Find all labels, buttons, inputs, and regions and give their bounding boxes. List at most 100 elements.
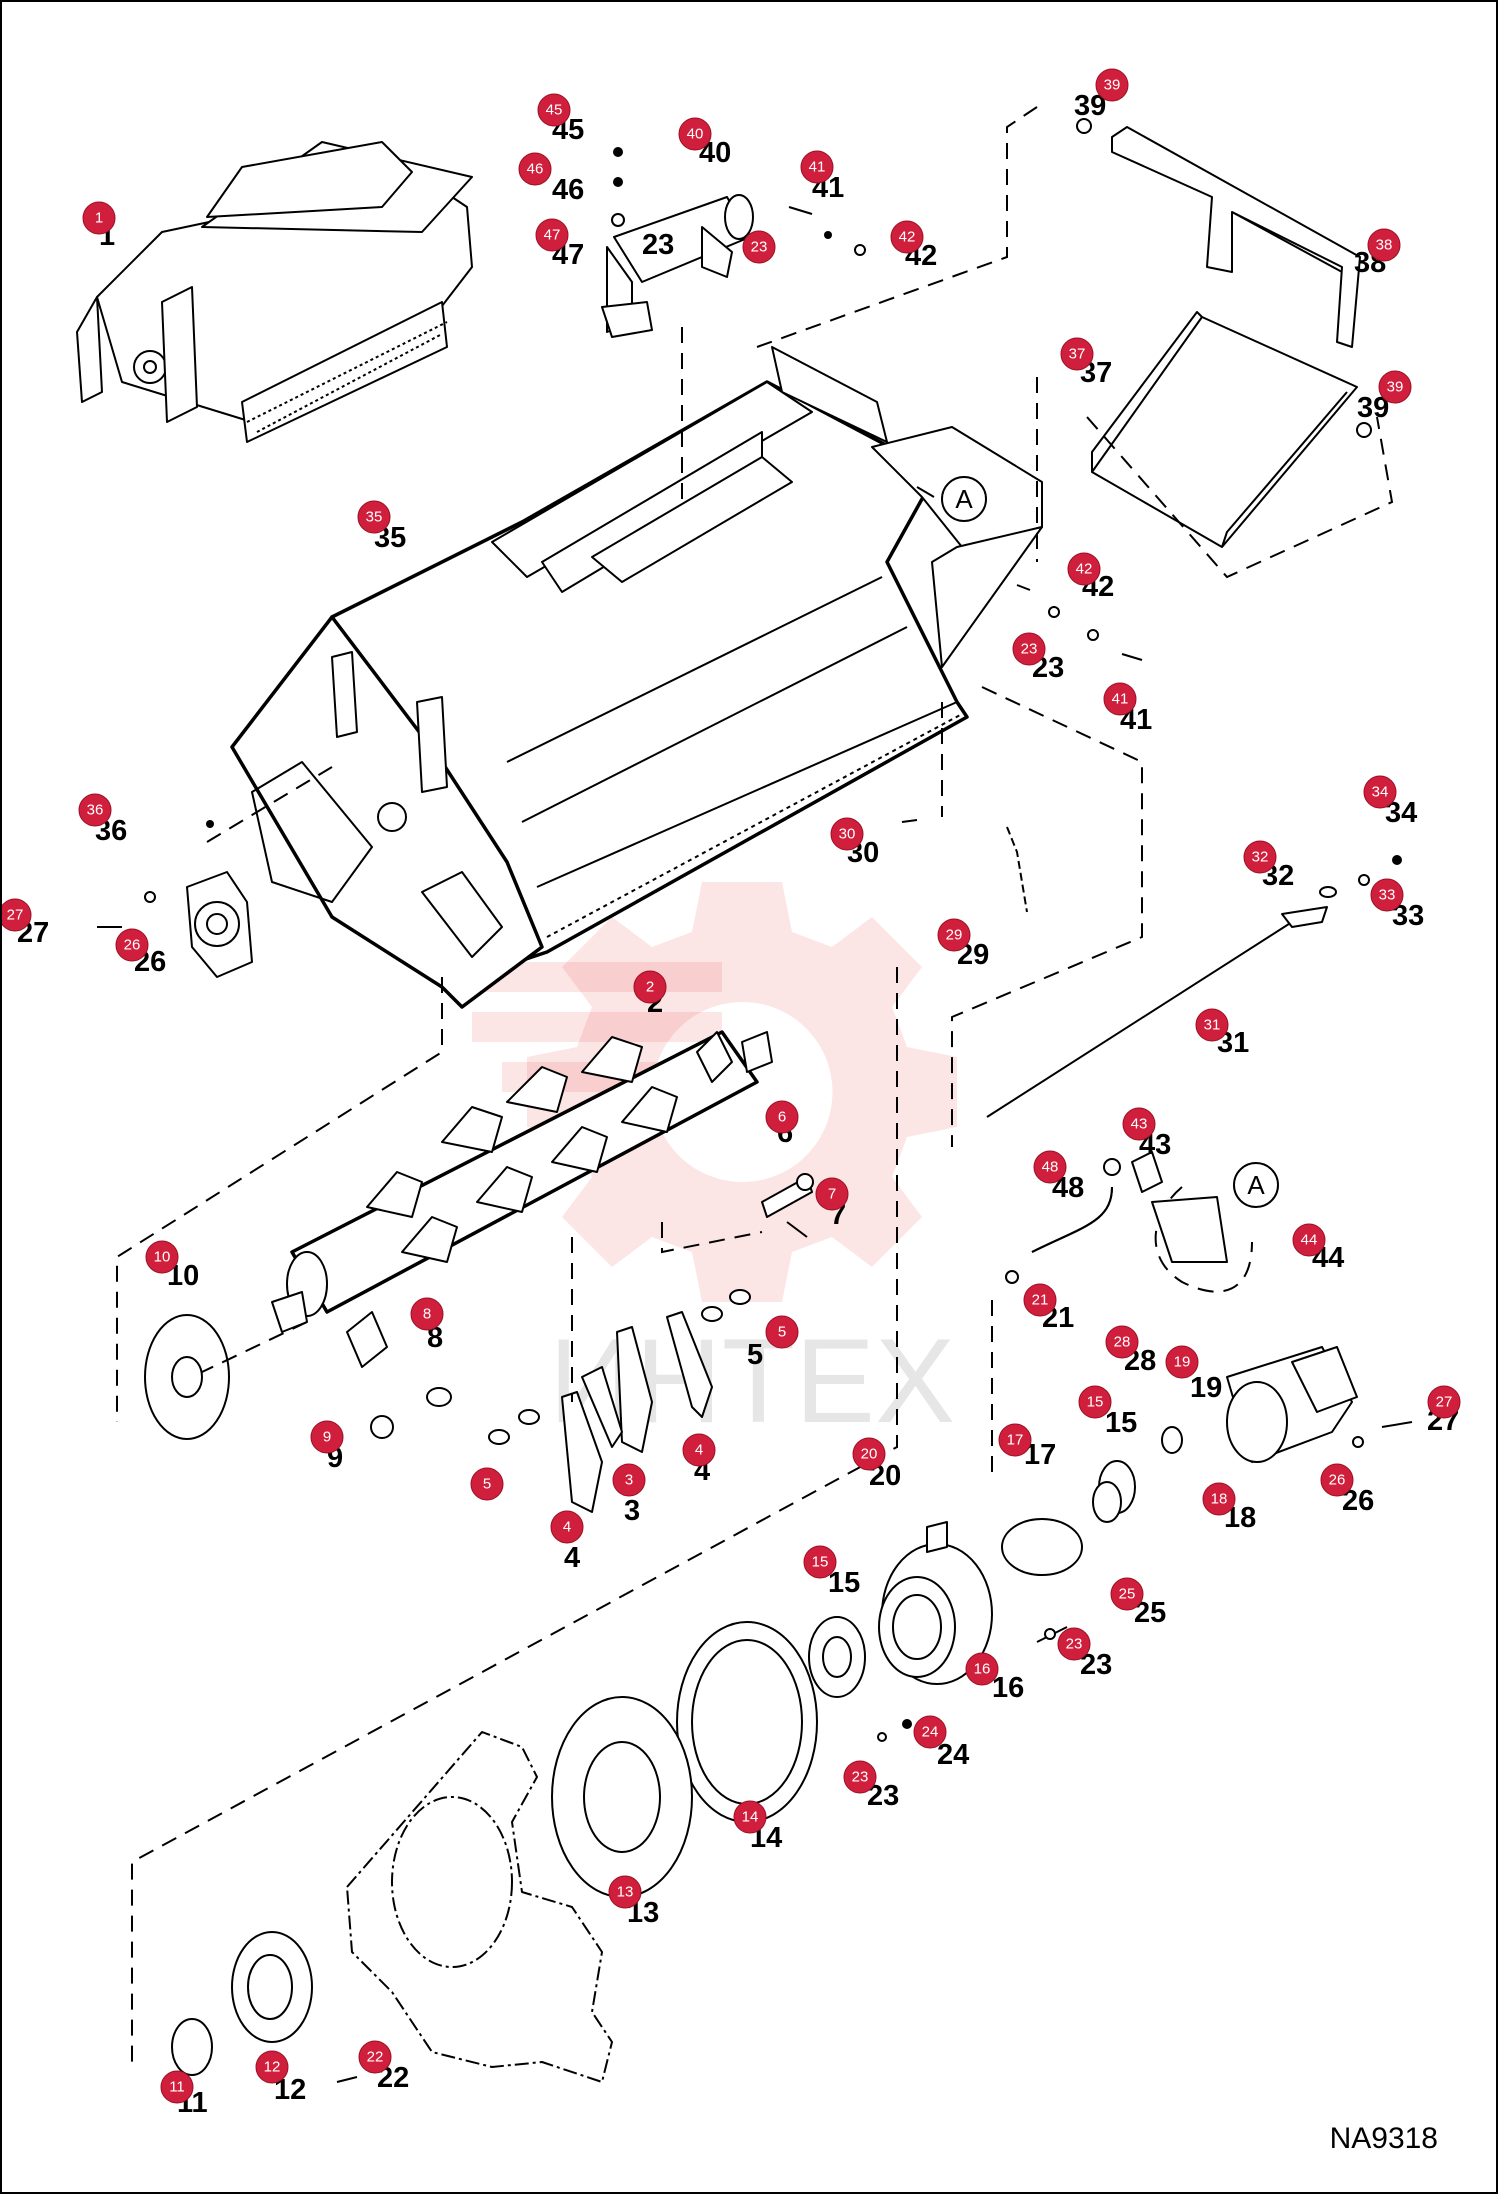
svg-text:34: 34 xyxy=(1372,784,1389,801)
bubble-4a: 4 xyxy=(550,1510,584,1544)
svg-text:16: 16 xyxy=(974,1661,991,1678)
bubble-47: 47 xyxy=(535,218,569,252)
part-3-4-5-knives xyxy=(488,1289,751,1513)
bubble-42b: 42 xyxy=(1067,552,1101,586)
svg-text:23: 23 xyxy=(751,239,768,256)
bubble-18: 18 xyxy=(1202,1482,1236,1516)
part-31-rod xyxy=(986,906,1328,1118)
bubble-15a: 15 xyxy=(1078,1385,1112,1419)
svg-text:12: 12 xyxy=(264,2059,281,2076)
bubble-31: 31 xyxy=(1195,1008,1229,1042)
svg-text:15: 15 xyxy=(828,1567,860,1599)
part-35-housing xyxy=(230,346,1043,1009)
bubble-27b: 27 xyxy=(1427,1385,1461,1419)
svg-text:3: 3 xyxy=(625,1472,633,1489)
bubble-4b: 4 xyxy=(682,1433,716,1467)
bubble-26b: 26 xyxy=(115,928,149,962)
svg-text:40: 40 xyxy=(687,126,704,143)
svg-text:18: 18 xyxy=(1211,1491,1228,1508)
bubble-21: 21 xyxy=(1023,1283,1057,1317)
part-40-tube xyxy=(601,194,754,338)
part-36-bearing xyxy=(186,871,253,978)
part-12-cap xyxy=(171,1931,358,2083)
bubble-48: 48 xyxy=(1033,1150,1067,1184)
bubble-36: 36 xyxy=(78,793,112,827)
svg-text:24: 24 xyxy=(922,1724,939,1741)
svg-text:28: 28 xyxy=(1114,1334,1131,1351)
svg-text:6: 6 xyxy=(778,1109,786,1126)
svg-text:43: 43 xyxy=(1131,1116,1148,1133)
bubble-33: 33 xyxy=(1370,878,1404,912)
svg-text:37: 37 xyxy=(1069,346,1086,363)
svg-text:26: 26 xyxy=(1329,1472,1346,1489)
svg-text:13: 13 xyxy=(617,1884,634,1901)
bubble-41a: 41 xyxy=(800,150,834,184)
bubble-5b: 5 xyxy=(765,1315,799,1349)
svg-text:14: 14 xyxy=(742,1809,759,1826)
part-37-plate xyxy=(1091,311,1358,548)
svg-text:46: 46 xyxy=(552,174,584,206)
svg-text:47: 47 xyxy=(544,227,561,244)
svg-text:17: 17 xyxy=(1007,1432,1024,1449)
bubble-35: 35 xyxy=(357,500,391,534)
bubble-26a: 26 xyxy=(1320,1463,1354,1497)
bubble-28: 28 xyxy=(1105,1325,1139,1359)
svg-text:26: 26 xyxy=(124,937,141,954)
part-8-9-10 xyxy=(144,1314,452,1440)
svg-text:11: 11 xyxy=(169,2079,185,2096)
bubble-23b: 23 xyxy=(1012,632,1046,666)
svg-text:8: 8 xyxy=(427,1322,443,1354)
svg-text:19: 19 xyxy=(1190,1372,1222,1404)
svg-text:22: 22 xyxy=(367,2049,384,2066)
bubble-17: 17 xyxy=(998,1423,1032,1457)
svg-text:32: 32 xyxy=(1252,849,1269,866)
bubble-9: 9 xyxy=(310,1420,344,1454)
bubble-37: 37 xyxy=(1060,337,1094,371)
svg-text:44: 44 xyxy=(1301,1232,1318,1249)
part-1-overview xyxy=(76,141,473,443)
svg-text:33: 33 xyxy=(1379,887,1396,904)
bubble-11: 11 xyxy=(160,2070,194,2104)
svg-text:5: 5 xyxy=(747,1339,763,1371)
bubble-22: 22 xyxy=(358,2040,392,2074)
svg-text:16: 16 xyxy=(992,1672,1024,1704)
svg-text:4: 4 xyxy=(695,1442,703,1459)
svg-text:46: 46 xyxy=(527,161,544,178)
bubble-30: 30 xyxy=(830,817,864,851)
bubble-44: 44 xyxy=(1292,1223,1326,1257)
svg-text:23: 23 xyxy=(1066,1636,1083,1653)
part-16-housing xyxy=(878,1521,1068,1685)
bubble-45: 45 xyxy=(537,93,571,127)
svg-text:41: 41 xyxy=(1112,691,1129,708)
svg-text:19: 19 xyxy=(1174,1354,1191,1371)
svg-text:48: 48 xyxy=(1042,1159,1059,1176)
bubble-7: 7 xyxy=(815,1177,849,1211)
svg-text:A: A xyxy=(955,484,973,514)
svg-text:42: 42 xyxy=(1076,561,1093,578)
svg-text:45: 45 xyxy=(546,102,563,119)
part-15-bearing xyxy=(808,1616,866,1698)
bubble-16: 16 xyxy=(965,1652,999,1686)
side-plate-outline xyxy=(346,1731,613,2083)
svg-text:2: 2 xyxy=(646,979,654,996)
bubble-27a: 27 xyxy=(2,898,32,932)
assembly-lines xyxy=(116,106,1394,2062)
svg-text:23: 23 xyxy=(1021,641,1038,658)
svg-text:30: 30 xyxy=(839,826,856,843)
svg-text:36: 36 xyxy=(87,802,104,819)
detail-a-view xyxy=(1131,1151,1253,1293)
part-2-rotor xyxy=(271,1030,773,1368)
drawing-code-label: NA9318 xyxy=(1329,2122,1438,2155)
part-13-flange xyxy=(551,1696,693,1898)
bubble-19: 19 xyxy=(1165,1345,1199,1379)
bubble-34: 34 xyxy=(1363,775,1397,809)
bubble-3: 3 xyxy=(612,1463,646,1497)
hardware-dots xyxy=(97,118,1402,928)
bubble-42a: 42 xyxy=(890,220,924,254)
svg-text:42: 42 xyxy=(899,229,916,246)
bubble-40: 40 xyxy=(678,117,712,151)
bubble-41b: 41 xyxy=(1103,682,1137,716)
bubble-12: 12 xyxy=(255,2050,289,2084)
svg-text:5: 5 xyxy=(483,1476,491,1493)
